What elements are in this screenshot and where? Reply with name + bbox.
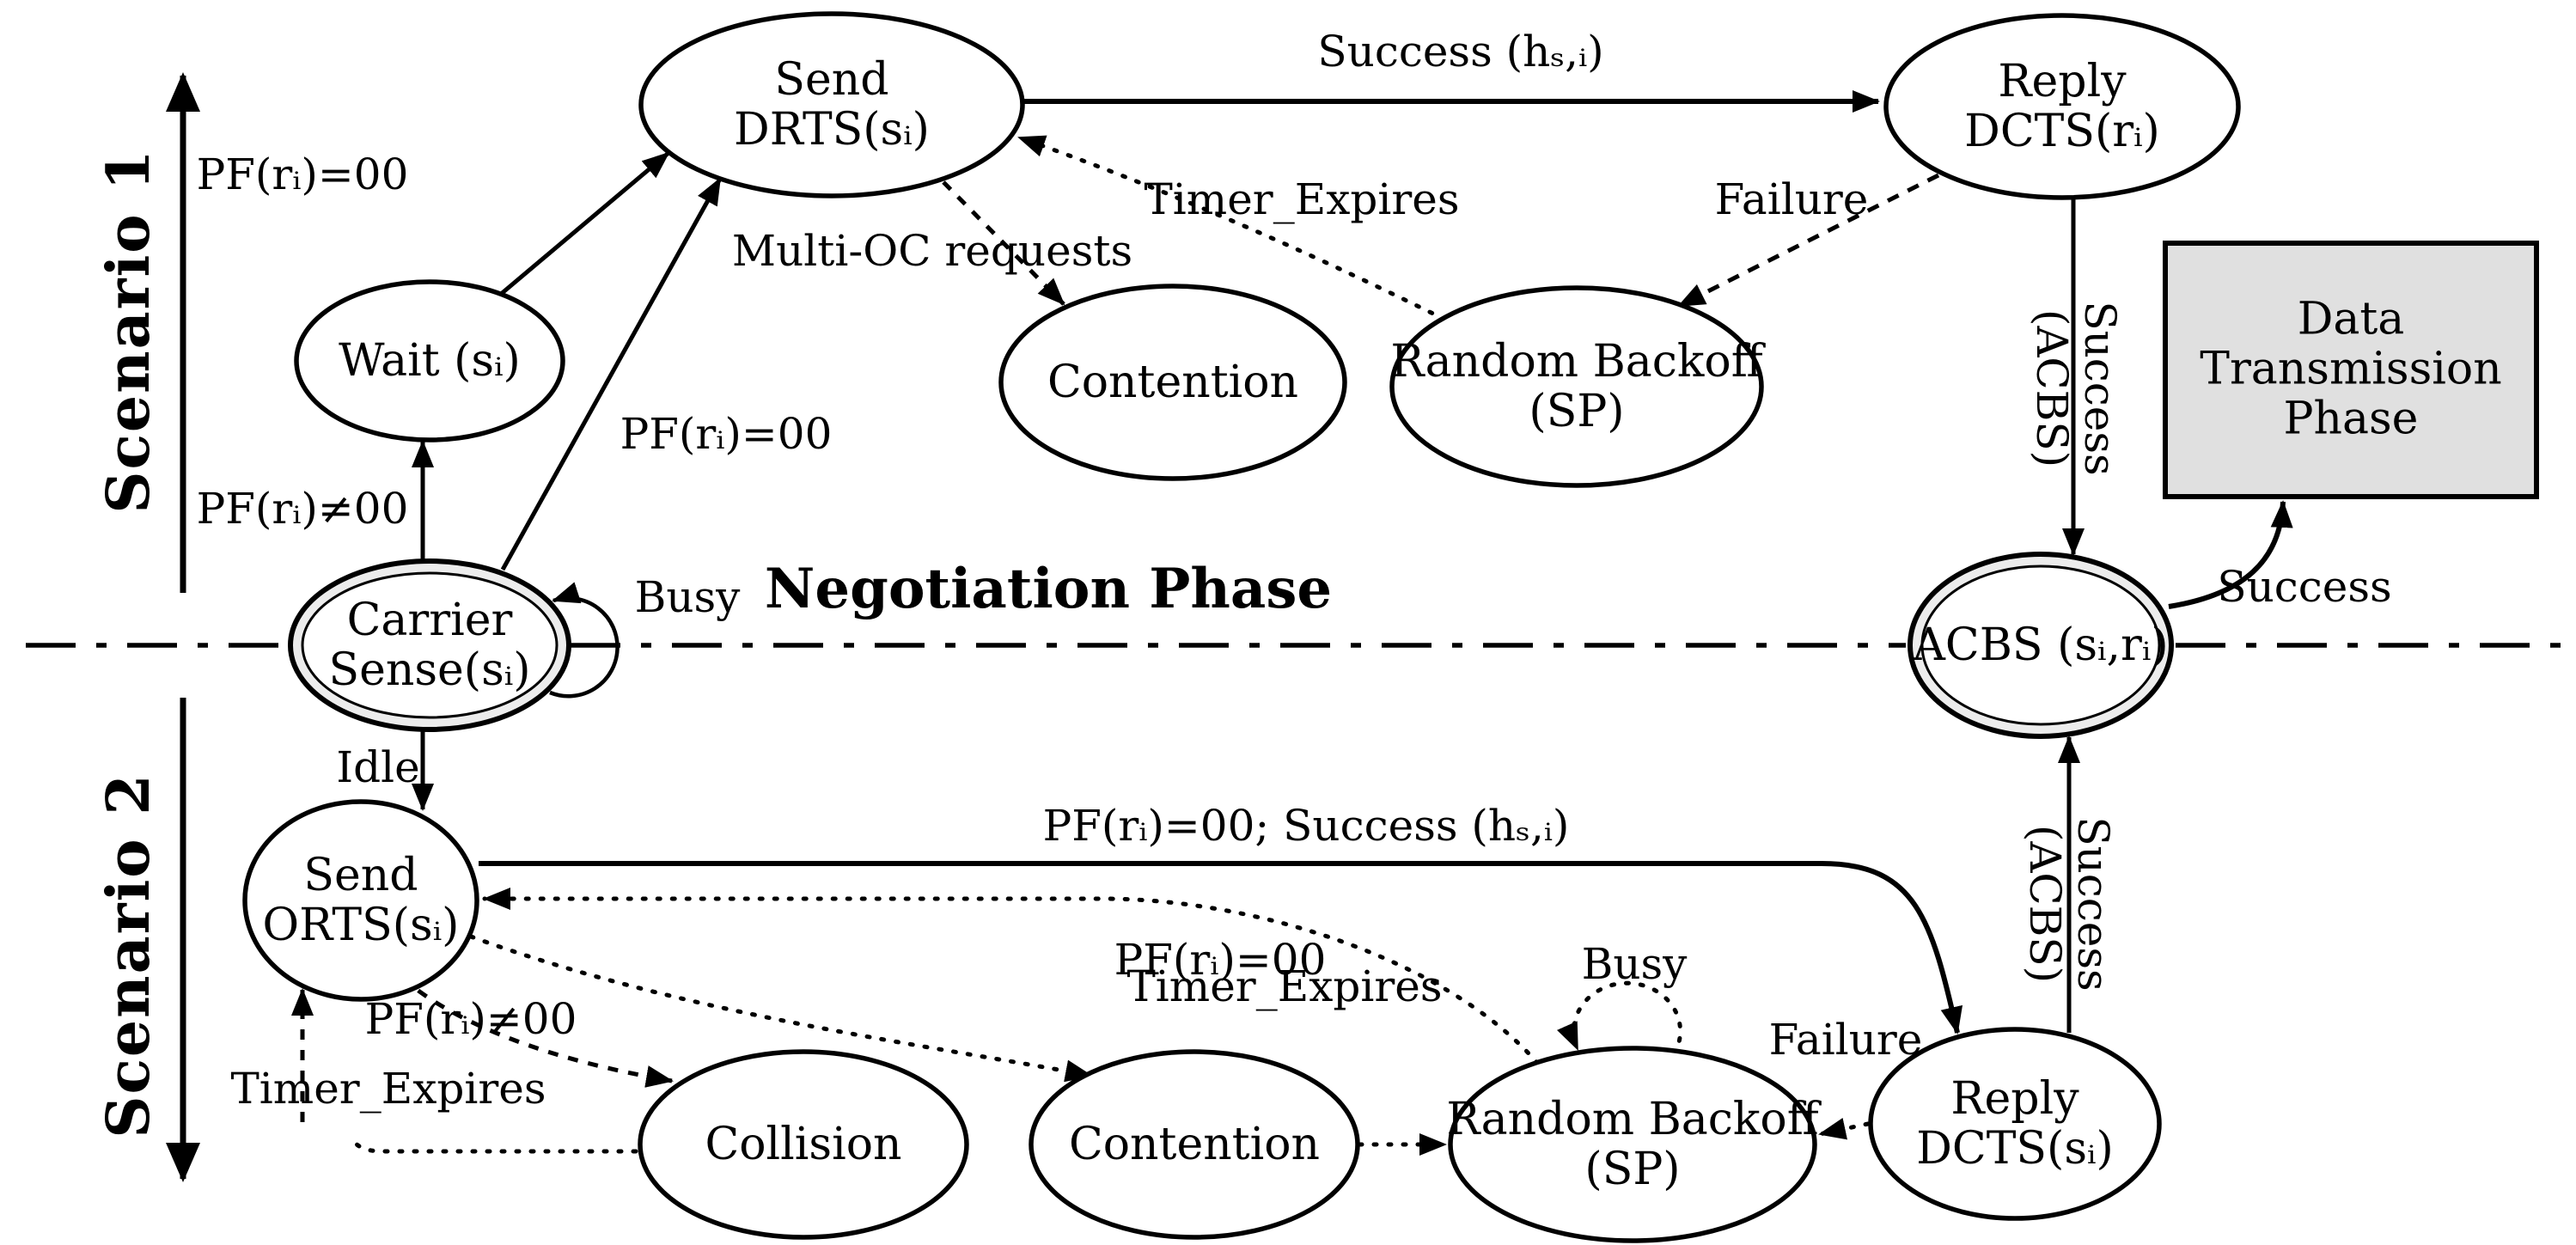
label-pf-ne-00-bottom: PF(rᵢ)≠00 [364,994,577,1044]
state-reply-dcts-r [1883,13,2241,200]
label-success-acbs-bottom: Success (ACBS) [2020,816,2118,992]
label-pf-eq-00-carrier: PF(rᵢ)=00 [620,409,833,459]
state-random-backoff-top [1389,285,1764,488]
label-busy-bottom: Busy [1581,939,1688,989]
label-timer-expires-bottom: Timer_Expires [230,1064,546,1114]
edge-carrier-busy-selfloop [549,582,620,699]
state-collision-label: Collision [705,1118,902,1170]
label-timer-expires-top: Timer_Expires [1144,174,1460,224]
label-busy-top: Busy [634,572,741,622]
edge-sendorts-to-collision-pfne00 [400,976,674,1088]
state-acbs [1908,552,2174,739]
label-pf-eq-00-bottom: PF(rᵢ)=00 [1114,935,1327,985]
edge-senddrts-to-contention-multioc [942,180,1065,306]
label-pf-eq-00-wait: PF(rᵢ)=00 [196,150,409,199]
state-wait-label: Wait (sᵢ) [339,334,521,387]
state-contention-top-label: Contention [1047,356,1299,408]
data-transmission-box [2163,241,2539,499]
state-carrier-sense-label: Carrier Sense(sᵢ) [328,594,531,696]
state-collision [638,1049,969,1240]
data-transmission-box-label: Data Transmission Phase [2200,293,2502,446]
state-reply-dcts-s [1868,1027,2162,1221]
edge-collision-to-corner-dotted [348,1133,638,1154]
state-random-backoff-top-label: Random Backoff (SP) [1390,335,1763,437]
state-send-orts-label: Send ORTS(sᵢ) [262,849,460,951]
edge-acbs-to-databox-success [2168,500,2293,609]
edge-carrier-to-senddrts [500,177,723,571]
state-carrier-sense [288,558,571,732]
label-multi-oc-requests: Multi-OC requests [731,226,1133,276]
state-contention-bottom [1029,1049,1360,1240]
edge-randombackoff-to-sendorts-timerexpires [482,888,1541,1066]
state-send-drts [638,11,1025,198]
label-success-curve: Success [2217,562,2392,612]
state-contention-bottom-label: Contention [1068,1118,1321,1170]
label-timer-expires-mid: Timer_Expires [1126,961,1443,1011]
state-random-backoff-bottom-label: Random Backoff (SP) [1446,1093,1819,1195]
label-success-acbs-top: Success (ACBS) [2027,301,2125,476]
state-acbs-label: ACBS (sᵢ,rᵢ) [1913,619,2169,671]
state-send-orts [242,799,479,1002]
state-reply-dcts-s-label: Reply DCTS(sᵢ) [1916,1072,2114,1175]
state-reply-dcts-r-label: Reply DCTS(rᵢ) [1964,55,2160,157]
label-failure-bottom: Failure [1768,1015,1923,1065]
label-success-hsi: Success (hₛ,ᵢ) [1317,27,1604,76]
edge-replydcts-to-randombackoff-failure [1677,173,1940,308]
edge-replydcts-to-randombackoff-failure-bottom [1817,1118,1871,1140]
edge-sendorts-to-replydcts-success [479,861,1963,1034]
state-send-drts-label: Send DRTS(sᵢ) [734,53,930,156]
label-pf-ne-00-top: PF(rᵢ)≠00 [196,484,409,534]
label-scenario-1: Scenario 1 [94,148,163,514]
label-negotiation-phase: Negotiation Phase [764,557,1333,622]
edge-wait-to-senddrts [498,151,670,296]
state-random-backoff-bottom [1448,1046,1817,1243]
label-pf00-success-bottom: PF(rᵢ)=00; Success (hₛ,ᵢ) [1042,801,1570,851]
label-failure-top: Failure [1714,174,1869,224]
label-scenario-2: Scenario 2 [94,772,163,1138]
state-wait [294,279,565,442]
state-contention-top [998,284,1347,481]
label-idle: Idle [336,742,420,792]
edge-randombackoff-busy-selfloop [1557,980,1683,1057]
